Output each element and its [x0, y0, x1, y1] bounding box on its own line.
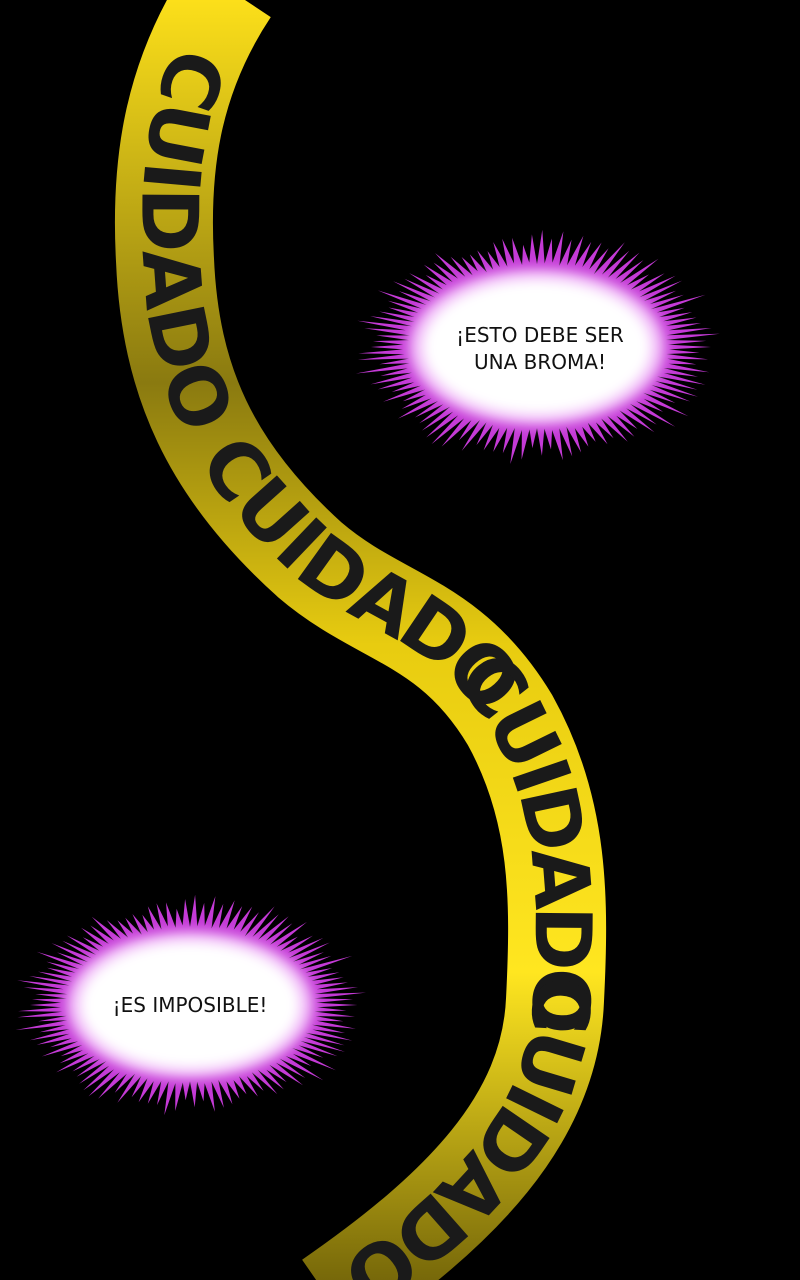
speech-line: ¡ESTO DEBE SER	[456, 323, 624, 347]
speech-text-2: ¡ES IMPOSIBLE!	[80, 992, 300, 1019]
burst-center	[422, 279, 652, 415]
tape-word: CUIDADO	[329, 974, 606, 1280]
burst-center	[79, 941, 301, 1069]
burst-bubble-2	[15, 894, 366, 1116]
speech-text-1: ¡ESTO DEBE SER UNA BROMA!	[425, 322, 655, 376]
speech-line: UNA BROMA!	[474, 350, 606, 374]
speech-line: ¡ES IMPOSIBLE!	[112, 993, 268, 1017]
burst-bubble-1	[355, 229, 720, 464]
